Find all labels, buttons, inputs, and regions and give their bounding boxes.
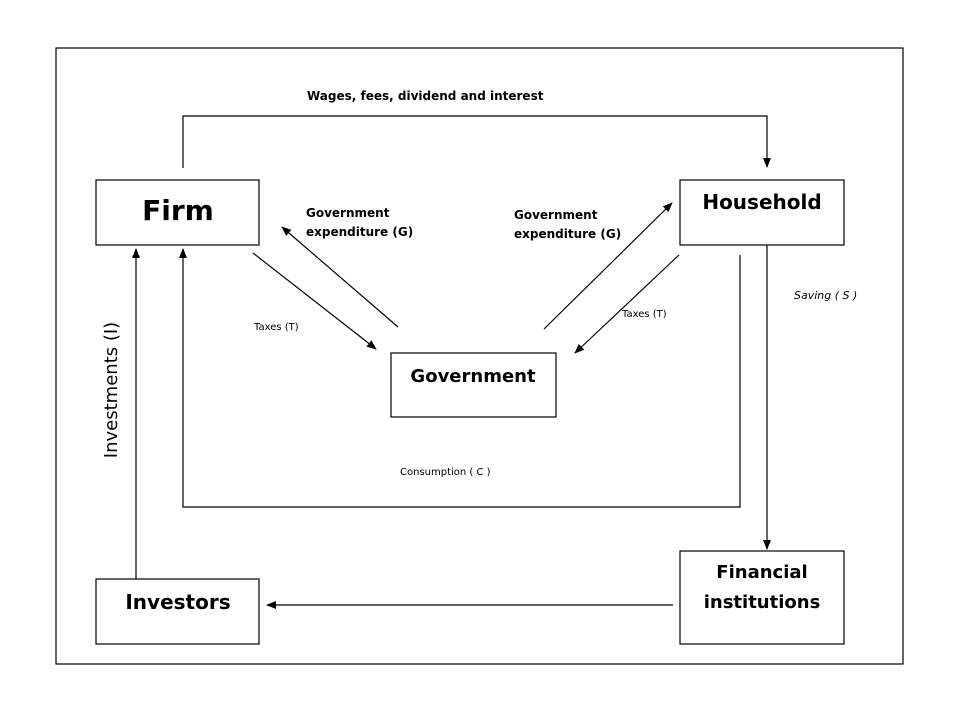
financial-institutions-node: Financial institutions <box>679 550 845 645</box>
gov-exp-household-line2: expenditure (G) <box>514 227 621 241</box>
firm-node: Firm <box>95 179 260 246</box>
household-node: Household <box>679 179 845 246</box>
government-node: Government <box>390 352 557 418</box>
financial-label-line1: Financial <box>716 562 807 583</box>
gov-exp-firm-line2: expenditure (G) <box>306 225 413 239</box>
household-label: Household <box>702 190 821 214</box>
saving-label: Saving ( S ) <box>794 289 857 302</box>
wages-label: Wages, fees, dividend and interest <box>307 89 544 103</box>
gov-exp-household-line1: Government <box>514 208 598 222</box>
taxes-household-arrow <box>574 254 680 354</box>
taxes-firm-arrow <box>252 252 377 350</box>
gov-expenditure-household-arrow <box>543 202 673 330</box>
investors-label: Investors <box>125 590 230 614</box>
government-label: Government <box>410 366 536 387</box>
taxes-firm-label: Taxes (T) <box>253 322 299 333</box>
taxes-household-label: Taxes (T) <box>621 309 667 320</box>
gov-expenditure-firm-arrow <box>281 226 399 328</box>
investors-node: Investors <box>95 578 260 645</box>
consumption-arrow <box>179 248 741 508</box>
diagram-frame <box>55 47 904 665</box>
consumption-label: Consumption ( C ) <box>400 467 491 478</box>
financial-label-line2: institutions <box>704 592 821 613</box>
wages-arrow <box>182 115 771 168</box>
investments-label: Investments (I) <box>101 322 122 458</box>
firm-label: Firm <box>142 194 214 227</box>
gov-exp-firm-line1: Government <box>306 206 390 220</box>
